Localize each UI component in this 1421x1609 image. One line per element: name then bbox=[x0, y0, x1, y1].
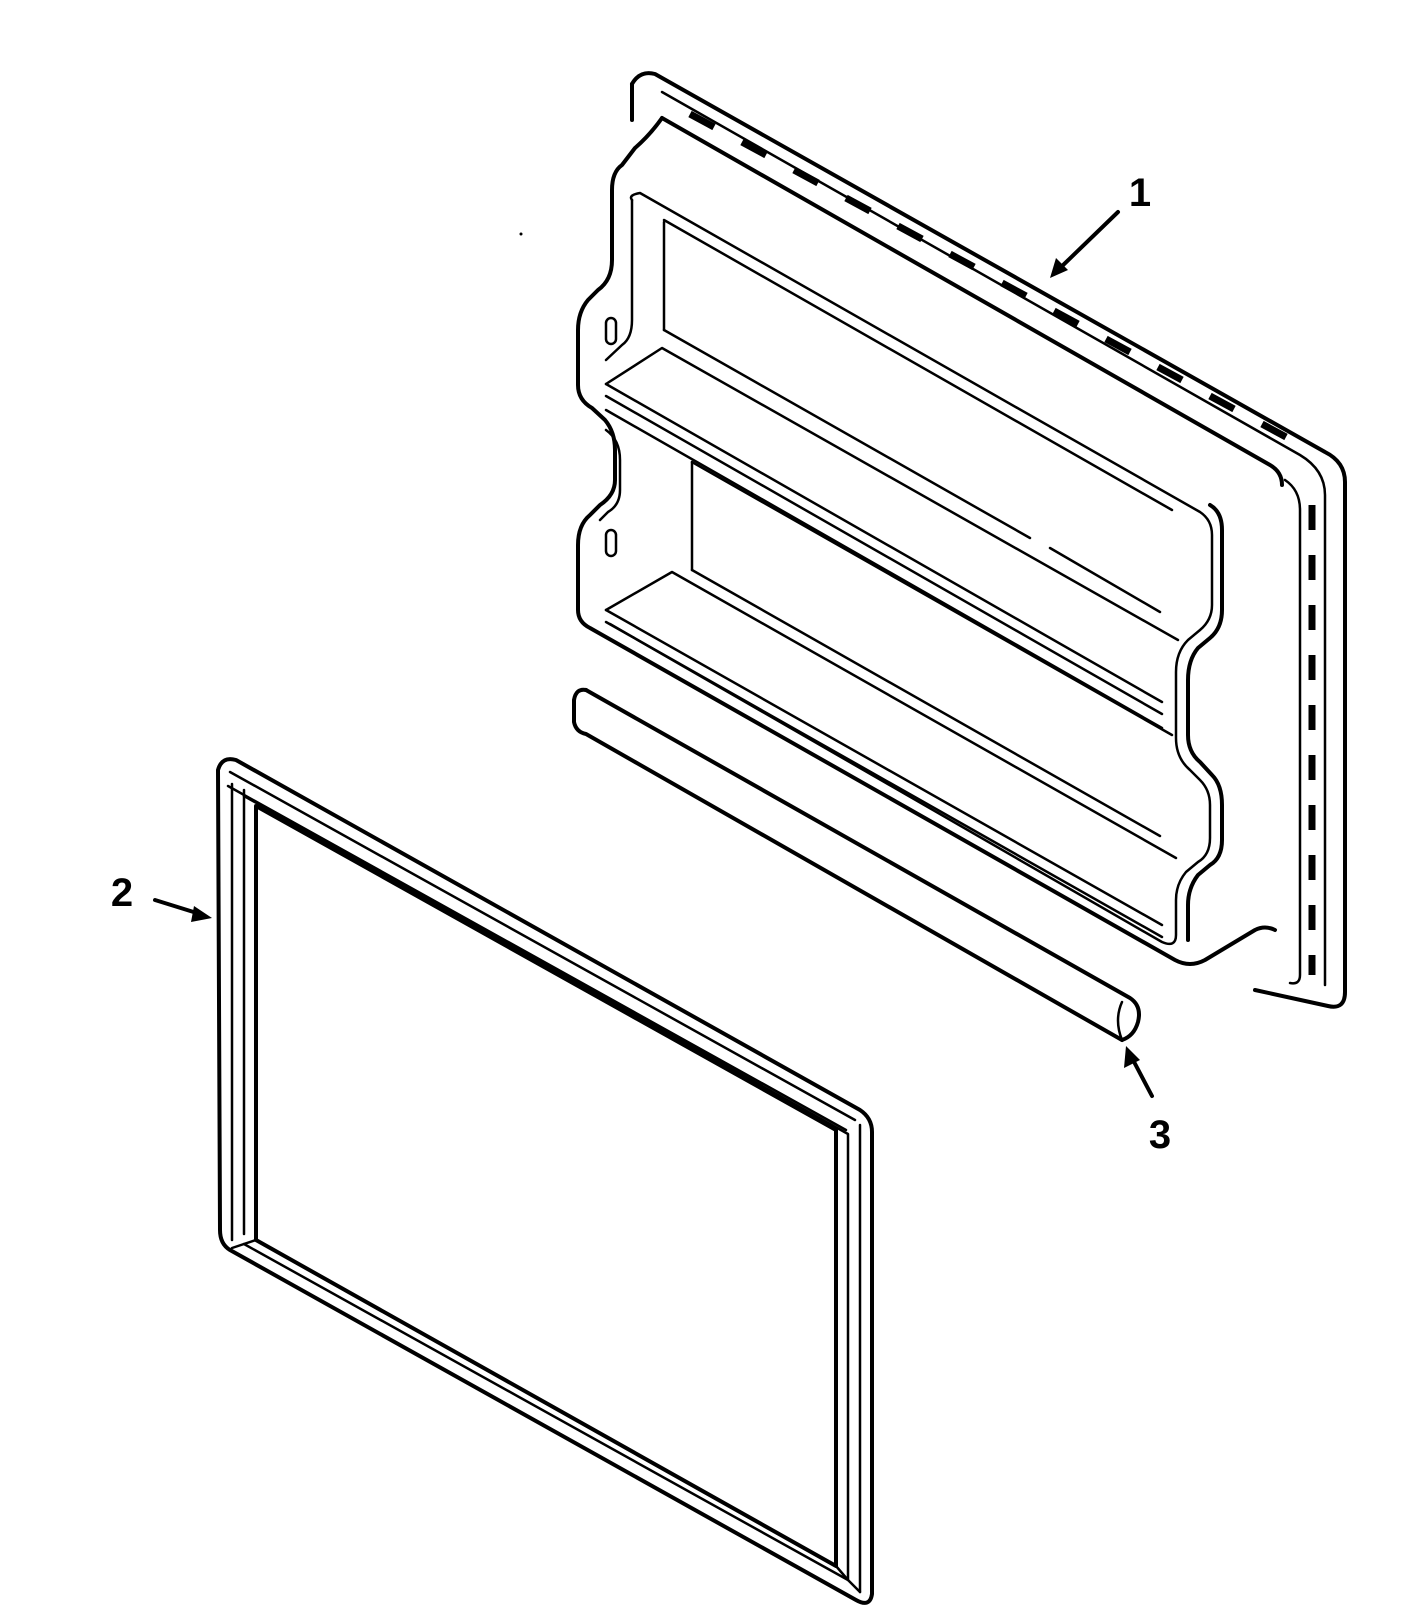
callout-2-arrowhead bbox=[191, 906, 212, 922]
callout-1-label: 1 bbox=[1129, 171, 1151, 215]
door-gasket bbox=[216, 757, 874, 1605]
door-liner-body bbox=[576, 116, 1277, 966]
callout-1-arrowhead bbox=[1050, 258, 1068, 278]
callout-3-leader bbox=[1130, 1056, 1154, 1098]
callout-2: 2 bbox=[111, 871, 212, 922]
shelf-bar bbox=[572, 687, 1141, 1042]
callout-3: 3 bbox=[1124, 1046, 1171, 1157]
callout-1-leader bbox=[1056, 210, 1120, 272]
callout-2-label: 2 bbox=[111, 871, 133, 915]
door-liner-lower-shelf bbox=[604, 570, 1178, 860]
door-gasket-inner bbox=[254, 804, 838, 1568]
door-liner bbox=[576, 71, 1347, 1009]
callout-1: 1 bbox=[1050, 171, 1151, 278]
door-liner-slot-lower bbox=[604, 528, 618, 558]
scan-speck bbox=[519, 232, 523, 236]
door-liner-top-tape bbox=[688, 110, 1288, 441]
callout-2-leader bbox=[153, 898, 202, 916]
door-liner-flange bbox=[630, 71, 1347, 1009]
callout-3-label: 3 bbox=[1149, 1113, 1171, 1157]
door-gasket-outer bbox=[216, 757, 874, 1605]
callout-3-arrowhead bbox=[1124, 1046, 1140, 1068]
door-liner-upper-shelf bbox=[604, 346, 1180, 642]
door-liner-slot-upper bbox=[604, 316, 618, 346]
